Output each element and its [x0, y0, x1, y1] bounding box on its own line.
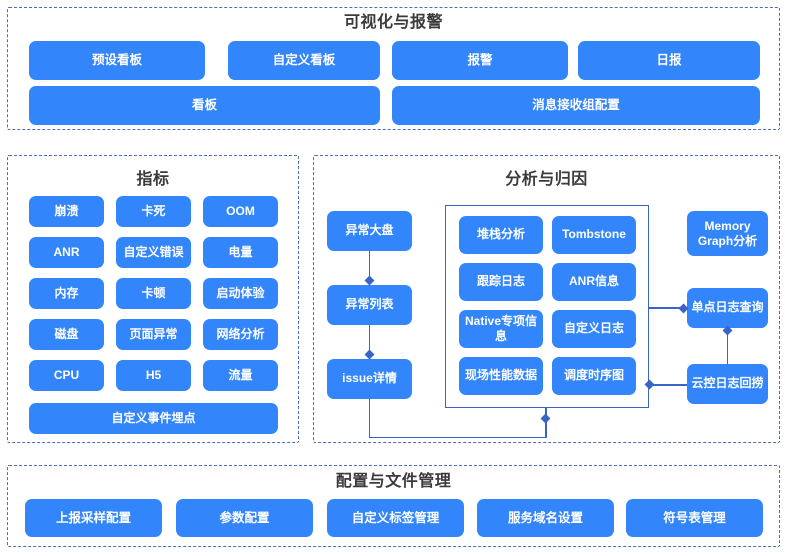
- metric-button-traffic[interactable]: 流量: [203, 360, 278, 391]
- config-button-symbol-table-management[interactable]: 符号表管理: [626, 499, 763, 537]
- metric-button-memory[interactable]: 内存: [29, 278, 104, 309]
- config-button-custom-tag-management[interactable]: 自定义标签管理: [327, 499, 464, 537]
- panel-visualization: [7, 7, 780, 130]
- connector-list-to-issue: [368, 325, 371, 359]
- config-button-report-sampling[interactable]: 上报采样配置: [25, 499, 162, 537]
- panel-metrics-title: 指标: [136, 171, 170, 188]
- panel-visualization-title: 可视化与报警: [343, 14, 443, 31]
- metric-button-battery[interactable]: 电量: [203, 237, 278, 268]
- metric-button-anr[interactable]: ANR: [29, 237, 104, 268]
- metric-button-network-analysis[interactable]: 网络分析: [203, 319, 278, 350]
- button-message-receiver-group-config[interactable]: 消息接收组配置: [392, 86, 760, 125]
- connector-overview-to-list: [368, 251, 371, 285]
- config-button-parameter-config[interactable]: 参数配置: [176, 499, 313, 537]
- panel-analysis: [313, 155, 780, 443]
- metric-button-startup-experience[interactable]: 启动体验: [203, 278, 278, 309]
- detail-button-tombstone[interactable]: Tombstone: [552, 216, 636, 254]
- metric-button-disk[interactable]: 磁盘: [29, 319, 104, 350]
- button-daily-report[interactable]: 日报: [578, 41, 760, 80]
- button-preset-dashboard[interactable]: 预设看板: [29, 41, 205, 80]
- side-button-single-point-log-query[interactable]: 单点日志查询: [687, 288, 768, 328]
- detail-button-custom-log[interactable]: 自定义日志: [552, 310, 636, 348]
- metric-button-h5[interactable]: H5: [116, 360, 191, 391]
- metric-button-custom-event-tracking[interactable]: 自定义事件埋点: [29, 403, 278, 434]
- panel-metrics: [7, 155, 299, 443]
- metric-button-page-exception[interactable]: 页面异常: [116, 319, 191, 350]
- side-button-cloud-control-log-retrieval[interactable]: 云控日志回捞: [687, 364, 768, 404]
- panel-configuration-title: 配置与文件管理: [335, 473, 452, 490]
- panel-analysis-title: 分析与归因: [505, 171, 588, 188]
- detail-button-trace-log[interactable]: 跟踪日志: [459, 263, 543, 301]
- analysis-detail-group: [445, 205, 649, 408]
- metric-button-oom[interactable]: OOM: [203, 196, 278, 227]
- detail-button-onsite-performance-data[interactable]: 现场性能数据: [459, 357, 543, 395]
- connector-cloud-control-to-group: [649, 384, 687, 386]
- button-dashboard[interactable]: 看板: [29, 86, 380, 125]
- metric-button-custom-error[interactable]: 自定义错误: [116, 237, 191, 268]
- detail-button-anr-info[interactable]: ANR信息: [552, 263, 636, 301]
- button-custom-dashboard[interactable]: 自定义看板: [228, 41, 380, 80]
- panel-configuration: [7, 465, 780, 547]
- detail-button-native-special-info[interactable]: Native专项信息: [459, 310, 543, 348]
- button-alarm[interactable]: 报警: [392, 41, 568, 80]
- detail-button-stack-analysis[interactable]: 堆栈分析: [459, 216, 543, 254]
- connector-issue-bottom-horizontal: [368, 436, 547, 439]
- detail-button-schedule-timeline[interactable]: 调度时序图: [552, 357, 636, 395]
- connector-single-point-to-cloud-control: [726, 328, 729, 364]
- flow-button-issue-detail[interactable]: issue详情: [327, 359, 412, 399]
- side-button-memory-graph-analysis[interactable]: Memory Graph分析: [687, 211, 768, 256]
- connector-group-to-single-point-log: [649, 307, 687, 309]
- config-button-service-domain-settings[interactable]: 服务域名设置: [477, 499, 614, 537]
- flow-button-exception-list[interactable]: 异常列表: [327, 285, 412, 325]
- connector-issue-down: [368, 399, 371, 438]
- flow-button-exception-overview[interactable]: 异常大盘: [327, 211, 412, 251]
- metric-button-crash[interactable]: 崩溃: [29, 196, 104, 227]
- metric-button-cpu[interactable]: CPU: [29, 360, 104, 391]
- metric-button-freeze[interactable]: 卡死: [116, 196, 191, 227]
- metric-button-lag[interactable]: 卡顿: [116, 278, 191, 309]
